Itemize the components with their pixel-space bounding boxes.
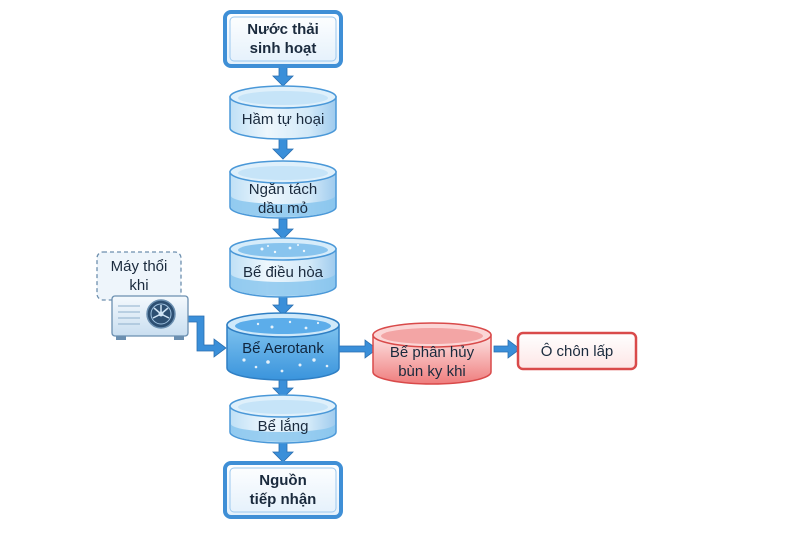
node-receiving <box>223 461 343 519</box>
node-wastewater <box>223 10 343 68</box>
label-receiving: Nguồn tiếp nhận <box>249 472 317 508</box>
flow-arrows <box>185 65 521 463</box>
node-oil-separator-cylinder <box>229 160 337 219</box>
label-settling: Bể lắng <box>257 417 309 435</box>
arrow-settling-to-receiving <box>272 441 294 463</box>
label-digester: Bể phân hủy bùn ky khi <box>389 344 475 380</box>
label-landfill: Ô chôn lấp <box>540 342 614 360</box>
node-landfill <box>516 331 638 371</box>
arrow-equalization-to-aerotank <box>272 295 294 316</box>
node-settling-cylinder <box>229 394 337 444</box>
arrow-oil-separator-to-equalization <box>272 218 294 240</box>
label-septic: Hầm tự hoại <box>241 110 325 128</box>
label-oil-separator: Ngăn tách dầu mỏ <box>248 181 318 217</box>
label-blower: Máy thổi khi <box>110 258 168 294</box>
arrow-septic-to-oil-separator <box>272 138 294 160</box>
arrow-aerotank-to-digester <box>336 339 378 359</box>
node-septic-cylinder <box>229 85 337 140</box>
node-digester-cylinder <box>372 322 492 385</box>
node-aerotank-cylinder <box>226 312 340 381</box>
arrow-digester-to-landfill <box>493 339 521 359</box>
blower-unit-icon <box>111 295 189 340</box>
arrow-blower-to-aerotank <box>185 315 227 358</box>
arrow-wastewater-to-septic <box>272 65 294 87</box>
label-equalization: Bể điều hòa <box>242 263 324 281</box>
label-wastewater: Nước thải sinh hoạt <box>247 21 319 57</box>
node-equalization-cylinder <box>229 237 337 298</box>
label-aerotank: Bể Aerotank <box>242 339 324 357</box>
